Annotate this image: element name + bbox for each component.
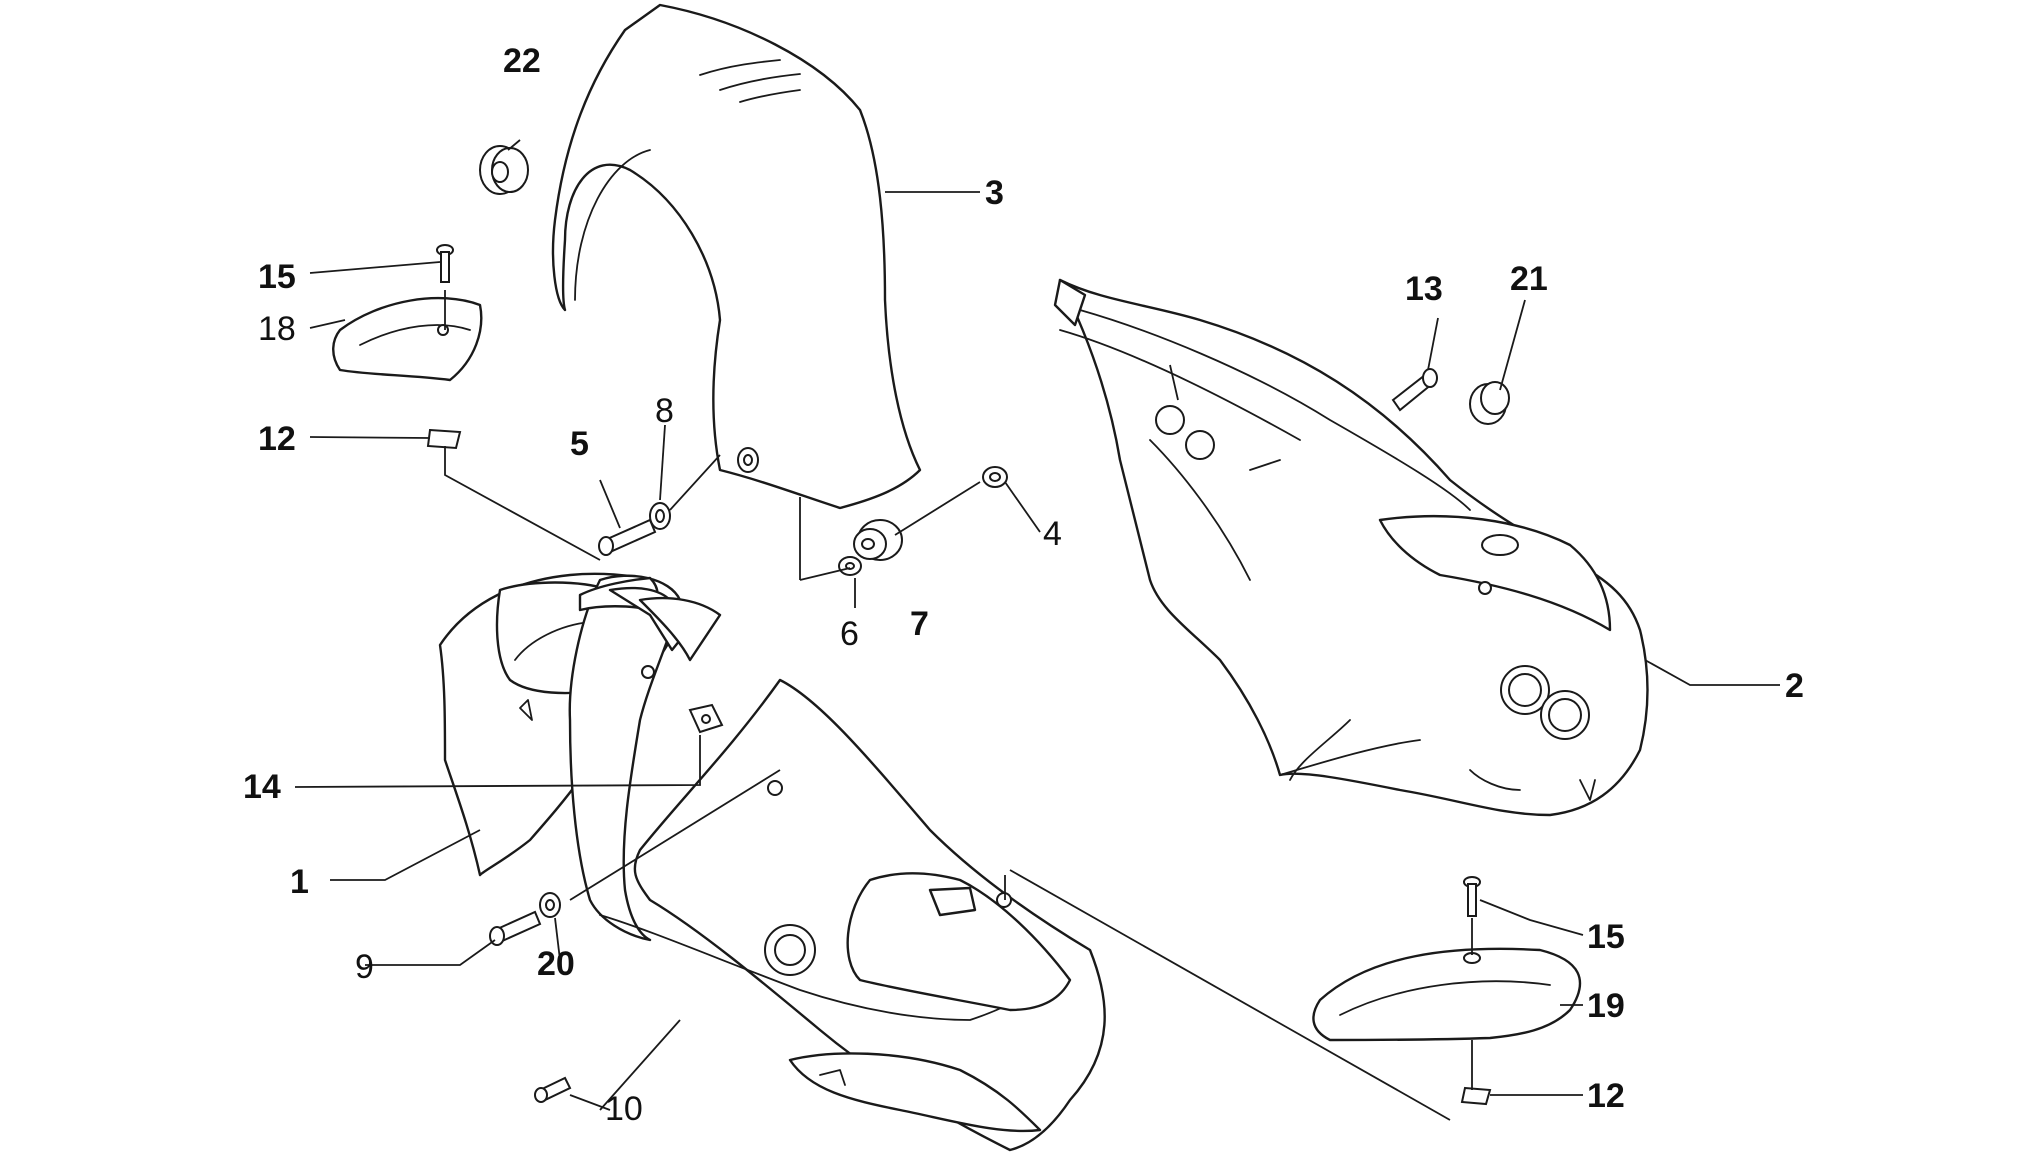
part-4-washer bbox=[982, 466, 1008, 488]
callout-3: 3 bbox=[985, 174, 1004, 212]
part-10-screw bbox=[534, 1076, 572, 1103]
callout-21: 21 bbox=[1510, 260, 1548, 298]
part-8-washer bbox=[649, 502, 671, 530]
part-9-bolt bbox=[489, 910, 542, 946]
callout-22: 22 bbox=[503, 42, 541, 80]
callout-15-upper: 15 bbox=[258, 258, 296, 296]
callout-10: 10 bbox=[605, 1090, 643, 1128]
part-22-grommet bbox=[479, 145, 529, 195]
leader-lines bbox=[294, 139, 1780, 1121]
callout-12-lower: 12 bbox=[1587, 1077, 1625, 1115]
callout-7: 7 bbox=[910, 605, 929, 643]
callout-1: 1 bbox=[290, 863, 309, 901]
callout-20: 20 bbox=[537, 945, 575, 983]
callout-14: 14 bbox=[243, 768, 281, 806]
callout-18: 18 bbox=[258, 310, 296, 348]
part-6-washer bbox=[838, 556, 862, 576]
callout-labels: 22 3 15 18 12 5 8 4 6 7 13 21 2 14 1 9 2… bbox=[243, 42, 1804, 1128]
part-14-clip-nut bbox=[688, 703, 724, 734]
part-20-washer bbox=[539, 892, 561, 918]
callout-6: 6 bbox=[840, 615, 859, 653]
part-15-screw-lower bbox=[1463, 876, 1481, 917]
part-21-grommet bbox=[1469, 381, 1510, 425]
part-19-cover bbox=[1312, 947, 1582, 1042]
callout-4: 4 bbox=[1043, 515, 1062, 553]
part-1-floor-panel bbox=[599, 678, 1106, 1152]
part-18-cover bbox=[332, 296, 483, 382]
callout-9: 9 bbox=[355, 948, 374, 986]
part-3-grommet bbox=[737, 447, 759, 473]
callout-5: 5 bbox=[570, 425, 589, 463]
callout-2: 2 bbox=[1785, 667, 1804, 705]
callout-19: 19 bbox=[1587, 987, 1625, 1025]
part-13-screw bbox=[1391, 368, 1438, 412]
callout-13: 13 bbox=[1405, 270, 1443, 308]
part-3-front-shield bbox=[551, 3, 922, 510]
callout-15-lower: 15 bbox=[1587, 918, 1625, 956]
part-1-top-bracket bbox=[578, 576, 722, 679]
part-15-screw-upper bbox=[436, 244, 454, 283]
part-12-clip-lower bbox=[1460, 1086, 1492, 1106]
callout-12-upper: 12 bbox=[258, 420, 296, 458]
part-5-bolt bbox=[598, 518, 657, 556]
part-12-clip-upper bbox=[426, 428, 462, 450]
part-7-spacer bbox=[853, 519, 903, 561]
callout-8: 8 bbox=[655, 392, 674, 430]
part-2-rear-body bbox=[1053, 278, 1649, 817]
